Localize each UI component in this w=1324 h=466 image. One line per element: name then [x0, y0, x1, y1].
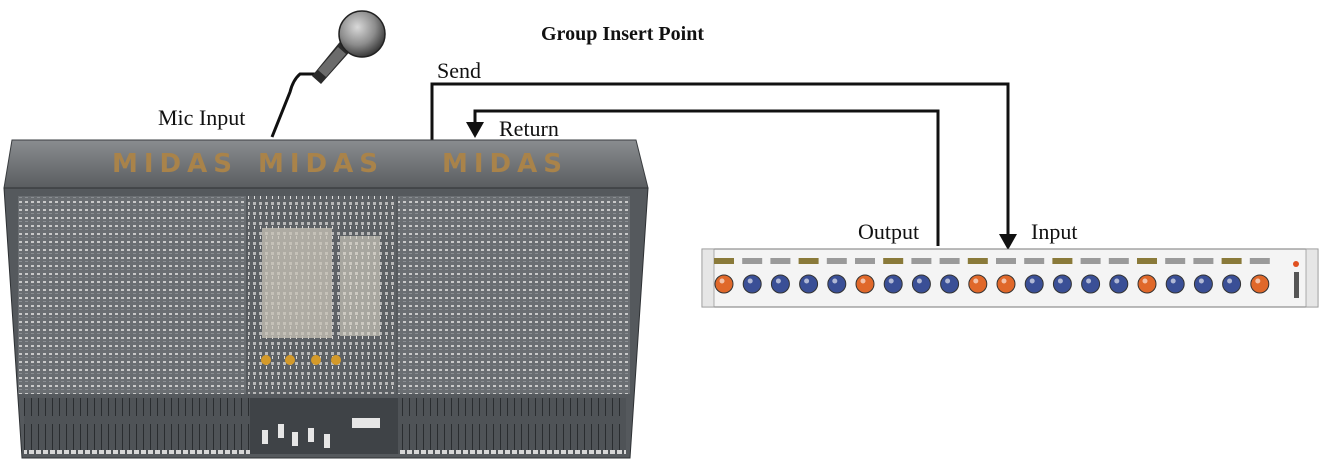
- left-channel-strips: [18, 196, 246, 394]
- rack-led-strip: [714, 258, 734, 264]
- rack-knob-icon: [1137, 274, 1157, 294]
- mic-input-label: Mic Input: [158, 105, 246, 130]
- rack-led-strip: [1024, 258, 1045, 264]
- rack-led-strip: [742, 258, 763, 264]
- rack-led-strip: [1193, 258, 1214, 264]
- rack-knob-icon: [1024, 274, 1044, 294]
- rack-knob-icon: [1109, 274, 1129, 294]
- rack-led-strip: [1052, 258, 1073, 264]
- diagram-title: Group Insert Point: [541, 23, 704, 45]
- rack-knob-highlight: [1086, 278, 1092, 284]
- rack-led-strip: [1108, 258, 1129, 264]
- rack-led-strip: [883, 258, 904, 264]
- rack-knob-icon: [827, 274, 847, 294]
- return-arrow-head: [466, 122, 484, 138]
- rack-led-strip: [1249, 258, 1270, 264]
- rack-knob-highlight: [747, 278, 753, 284]
- rack-knob-highlight: [1001, 278, 1007, 284]
- rack-knob-highlight: [973, 278, 979, 284]
- rack-knob-icon: [1193, 274, 1213, 294]
- rack-knob-icon: [1222, 274, 1242, 294]
- mic-cable: [270, 72, 318, 138]
- rack-knob-highlight: [775, 278, 781, 284]
- rack-knob-icon: [940, 274, 960, 294]
- input-label: Input: [1031, 219, 1078, 244]
- rack-led-strip: [911, 258, 932, 264]
- return-wire: [473, 109, 940, 246]
- fader-bank-left: [24, 398, 250, 454]
- rack-knob-highlight: [832, 278, 838, 284]
- brand-logo-center: MIDAS: [258, 149, 384, 179]
- send-wire: [430, 82, 1010, 236]
- rack-knob-highlight: [945, 278, 951, 284]
- rack-knob-highlight: [804, 278, 810, 284]
- rack-led-strip: [1221, 258, 1242, 264]
- rack-knob-highlight: [1029, 278, 1035, 284]
- rack-knob-highlight: [1170, 278, 1176, 284]
- rack-knob-highlight: [1142, 278, 1148, 284]
- rack-knob-icon: [742, 274, 762, 294]
- rack-knob-icon: [1250, 274, 1270, 294]
- rack-led-strip: [770, 258, 791, 264]
- rack-led-strip: [1165, 258, 1186, 264]
- rack-knob-icon: [1081, 274, 1101, 294]
- rack-knob-highlight: [1057, 278, 1063, 284]
- rack-led-strip: [1137, 258, 1157, 264]
- rack-led-strip: [826, 258, 847, 264]
- rack-knob-icon: [1165, 274, 1185, 294]
- brand-logo-left: MIDAS: [112, 149, 238, 179]
- rack-knob-highlight: [1198, 278, 1204, 284]
- rack-knob-icon: [855, 274, 875, 294]
- rack-led-strip: [939, 258, 960, 264]
- fader-bank-right: [398, 398, 626, 454]
- rack-knob-icon: [770, 274, 790, 294]
- rack-knob-highlight: [1255, 278, 1261, 284]
- rack-knob-highlight: [916, 278, 922, 284]
- brand-logo-right: MIDAS: [442, 149, 568, 179]
- output-label: Output: [858, 219, 920, 244]
- return-label: Return: [499, 116, 559, 141]
- rack-knob-highlight: [1227, 278, 1233, 284]
- rack-knob-icon: [1052, 274, 1072, 294]
- rack-knob-highlight: [719, 278, 725, 284]
- rack-knob-icon: [799, 274, 819, 294]
- rack-knob-icon: [883, 274, 903, 294]
- rack-knob-icon: [968, 274, 988, 294]
- rack-led-strip: [1080, 258, 1101, 264]
- rack-knob-highlight: [888, 278, 894, 284]
- rack-knob-highlight: [860, 278, 866, 284]
- right-channel-strips: [398, 196, 630, 394]
- rack-knob-highlight: [1114, 278, 1120, 284]
- rack-led-strip: [996, 258, 1016, 264]
- rack-led-strip: [967, 258, 988, 264]
- send-arrow-head: [999, 234, 1017, 250]
- rack-knob-icon: [911, 274, 931, 294]
- send-label: Send: [437, 58, 481, 83]
- rack-led-strip: [855, 258, 875, 264]
- rack-led-strip: [798, 258, 819, 264]
- rack-knob-icon: [996, 274, 1016, 294]
- rack-knob-icon: [714, 274, 734, 294]
